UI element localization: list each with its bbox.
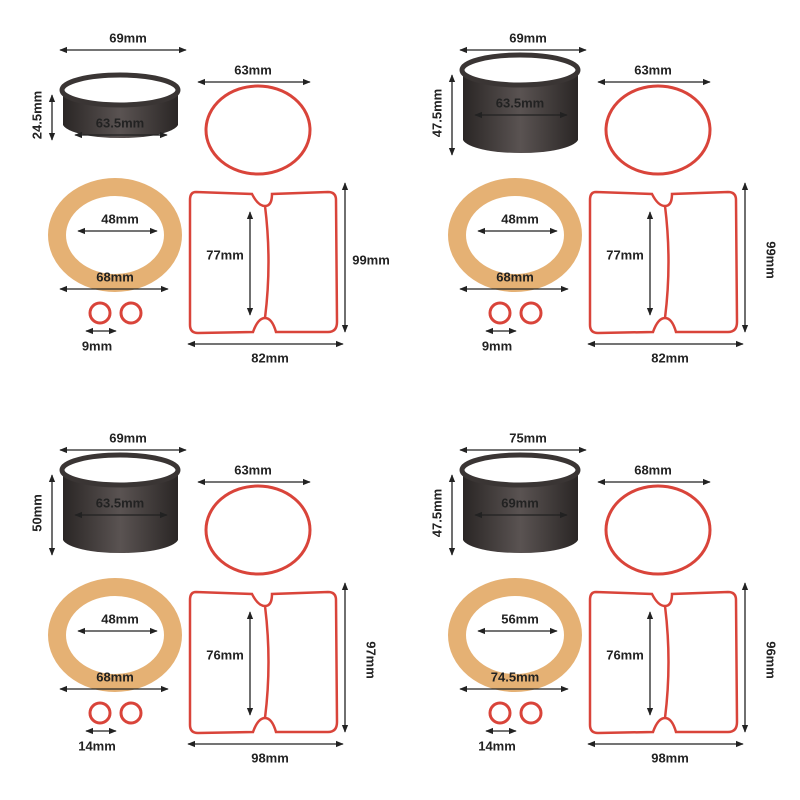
small-o-ring [519, 701, 543, 725]
ring-outer-label: 68mm [96, 269, 134, 285]
o-ring [204, 84, 312, 176]
sleeve-inner-label: 63.5mm [95, 115, 145, 131]
gasket-width-label: 82mm [251, 350, 289, 366]
ring-inner-label: 56mm [501, 611, 539, 627]
o-ring-label: 63mm [234, 62, 272, 78]
gasket-inner-label: 77mm [206, 247, 244, 263]
gasket-kit-1: 69mm 63.5mm 24.5mm 63mm 48mm 68mm 9mm 77mm 99mm 8… [0, 0, 400, 400]
kit-illustration [448, 46, 749, 348]
valve-gasket-ring [48, 178, 182, 292]
ring-inner-label: 48mm [101, 611, 139, 627]
ring-inner-label: 48mm [501, 211, 539, 227]
sleeve-height-label: 50mm [29, 493, 45, 532]
gasket-inner-label: 76mm [606, 647, 644, 663]
gasket-height-label: 99mm [352, 252, 390, 268]
sleeve-opening [459, 52, 581, 88]
small-o-ring [88, 701, 112, 725]
sleeve-inner-label: 63.5mm [495, 95, 545, 111]
gasket-width-label: 98mm [251, 750, 289, 766]
ring-outer-label: 68mm [96, 669, 134, 685]
small-o-ring [488, 301, 512, 325]
gasket-width-label: 82mm [651, 350, 689, 366]
sleeve-width-label: 75mm [509, 430, 547, 446]
kit-illustration [48, 46, 349, 348]
gasket-kit-3: 69mm 63.5mm 50mm 63mm 48mm 68mm 14mm 76mm 97mm 98… [0, 400, 400, 800]
sleeve-height-label: 47.5mm [429, 88, 445, 137]
gasket-height-label: 99mm [763, 241, 779, 279]
sleeve-height-label: 47.5mm [429, 488, 445, 537]
small-ring-label: 9mm [81, 338, 113, 354]
small-ring-label: 14mm [478, 738, 516, 754]
head-gasket [588, 190, 739, 335]
gasket-height-label: 96mm [763, 641, 779, 679]
sleeve-opening [459, 452, 581, 488]
ring-outer-label: 74.5mm [490, 669, 540, 685]
ring-outer-label: 68mm [496, 269, 534, 285]
sleeve-inner-label: 63.5mm [95, 495, 145, 511]
valve-gasket-ring [48, 578, 182, 692]
sleeve-opening [59, 452, 181, 488]
o-ring-label: 63mm [234, 462, 272, 478]
sleeve-inner-label: 69mm [501, 495, 539, 511]
gasket-kit-2: 69mm 63.5mm 47.5mm 63mm 48mm 68mm 9mm 77mm 99mm 8… [400, 0, 800, 400]
small-ring-label: 9mm [481, 338, 513, 354]
ring-inner-label: 48mm [101, 211, 139, 227]
sleeve-width-label: 69mm [109, 430, 147, 446]
valve-gasket-ring [448, 578, 582, 692]
o-ring [604, 84, 712, 176]
head-gasket [588, 590, 739, 735]
cylinder-sleeve [63, 470, 178, 554]
small-o-ring [119, 301, 143, 325]
head-gasket [188, 190, 339, 335]
sleeve-opening [59, 72, 181, 108]
small-o-ring [519, 301, 543, 325]
o-ring-label: 68mm [634, 462, 672, 478]
sleeve-width-label: 69mm [509, 30, 547, 46]
kit-illustration [448, 446, 749, 748]
o-ring [604, 484, 712, 576]
gasket-kit-4: 75mm 69mm 47.5mm 68mm 56mm 74.5mm 14mm 76mm 96mm… [400, 400, 800, 800]
o-ring-label: 63mm [634, 62, 672, 78]
cylinder-sleeve [463, 470, 578, 554]
valve-gasket-ring [448, 178, 582, 292]
kit-illustration [48, 446, 349, 748]
gasket-inner-label: 76mm [206, 647, 244, 663]
cylinder-sleeve [463, 70, 578, 154]
gasket-width-label: 98mm [651, 750, 689, 766]
gasket-height-label: 97mm [363, 641, 379, 679]
small-o-ring [119, 701, 143, 725]
small-o-ring [488, 701, 512, 725]
small-o-ring [88, 301, 112, 325]
o-ring [204, 484, 312, 576]
sleeve-height-label: 24.5mm [29, 90, 45, 140]
small-ring-label: 14mm [78, 738, 116, 754]
sleeve-width-label: 69mm [109, 30, 147, 46]
head-gasket [188, 590, 339, 735]
gasket-inner-label: 77mm [606, 247, 644, 263]
